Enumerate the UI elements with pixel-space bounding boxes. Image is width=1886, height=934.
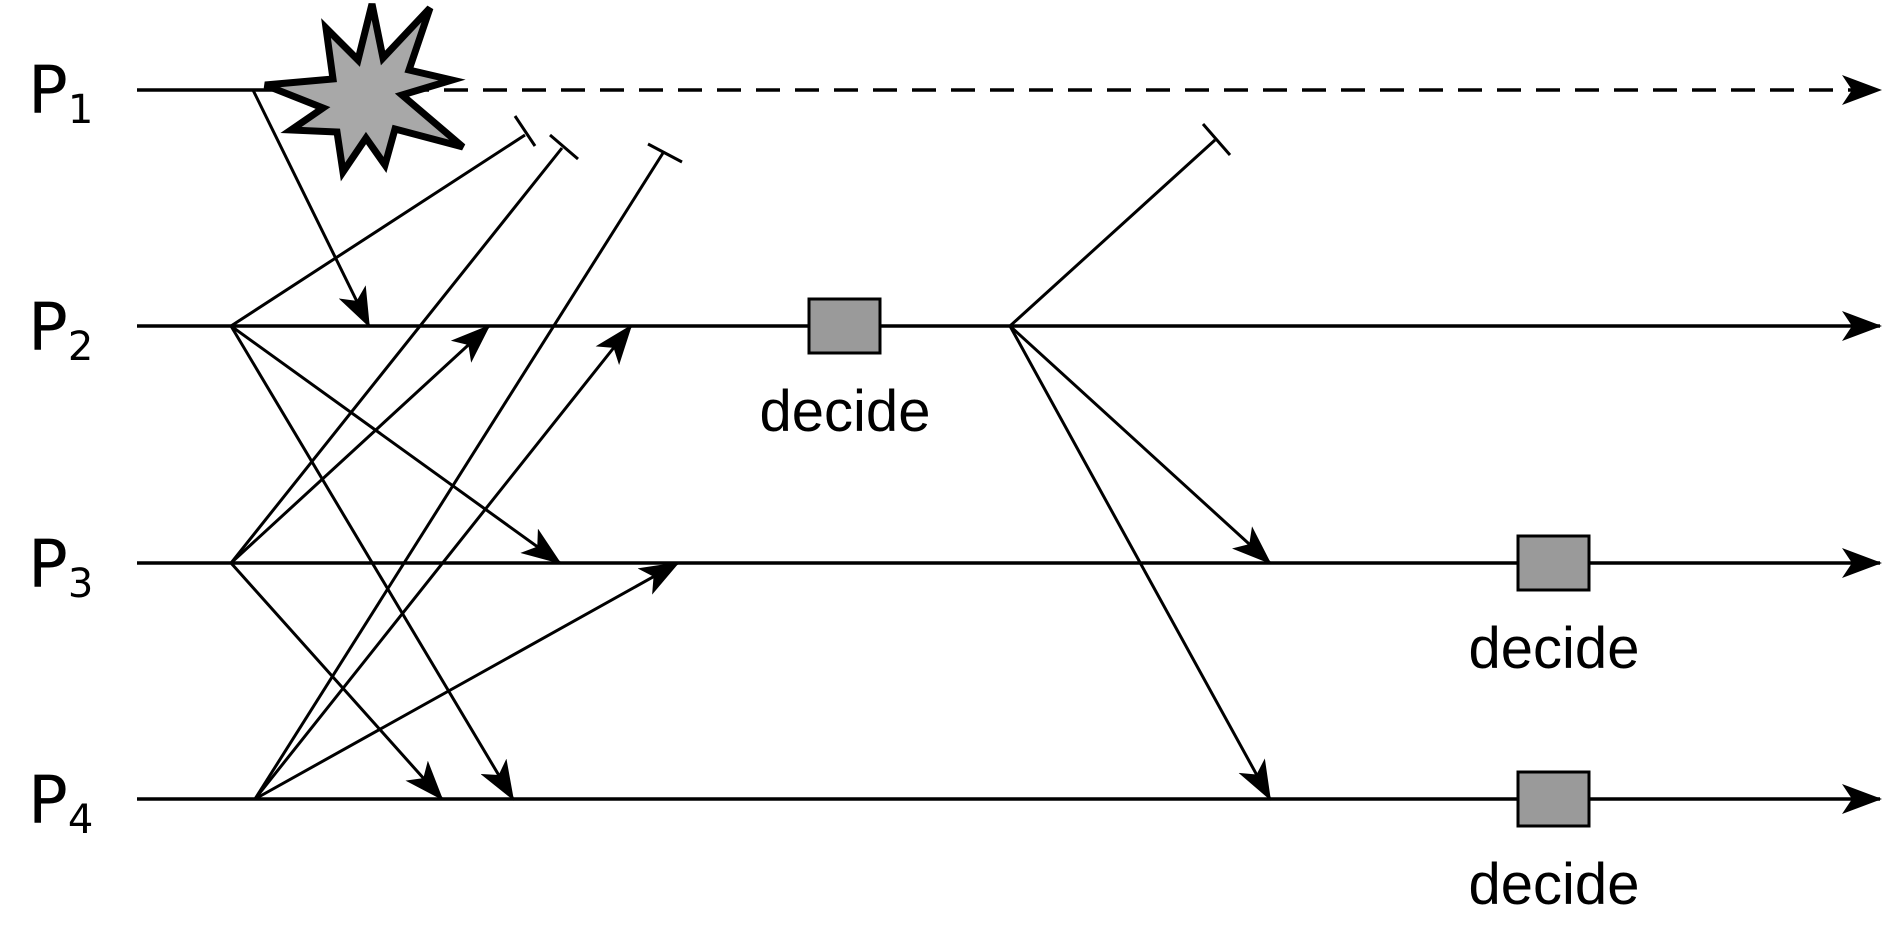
decide-box-p4	[1516, 770, 1591, 828]
lost-message-tick	[1201, 123, 1232, 156]
message-p2-to-p3	[1008, 324, 1272, 565]
message-p3-to-p1-lost	[229, 147, 564, 564]
process-label-p4: P4	[28, 762, 93, 843]
lost-message-tick	[513, 115, 537, 147]
decide-label-p4: decide	[1469, 852, 1640, 917]
decide-label-p2: decide	[760, 379, 931, 444]
explosion-star-icon	[263, 3, 466, 182]
decide-box-p2	[807, 297, 882, 355]
decide-label-p3: decide	[1469, 616, 1640, 681]
message-p1-to-p2	[251, 89, 371, 328]
process-label-p1: P1	[28, 52, 93, 133]
message-p2-to-p3	[230, 324, 562, 565]
process-label-p2: P2	[28, 289, 93, 370]
message-p2-to-p1-lost	[1008, 138, 1217, 328]
lost-message-tick	[549, 133, 579, 161]
decide-box-p3	[1516, 534, 1591, 592]
message-p2-to-p1-lost	[230, 133, 526, 328]
message-p4-to-p3	[254, 561, 680, 801]
message-p2-to-p4	[1008, 325, 1272, 801]
lost-message-tick	[647, 142, 683, 164]
message-p3-to-p4	[229, 562, 444, 801]
message-p3-to-p2	[229, 324, 491, 565]
message-p4-to-p2	[253, 324, 633, 800]
message-p4-to-p1-lost	[253, 152, 665, 800]
message-p2-to-p4	[229, 325, 515, 801]
process-label-p3: P3	[28, 526, 93, 607]
